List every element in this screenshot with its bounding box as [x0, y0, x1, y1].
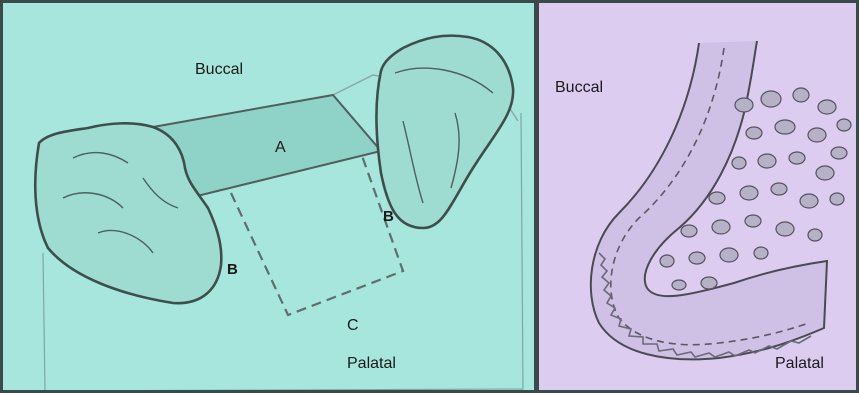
flap-drawing [3, 3, 537, 393]
right-tooth [377, 36, 514, 228]
right-panel-cross-section: Buccal Palatal [537, 0, 859, 393]
label-b-right: B [383, 208, 394, 225]
buccal-label: Buccal [195, 61, 243, 79]
left-panel-flap-diagram: Buccal A B B C Palatal [0, 0, 537, 393]
cross-section-drawing [539, 3, 859, 393]
palatal-label: Palatal [347, 355, 396, 373]
buccal-label-right: Buccal [555, 79, 603, 97]
label-b-left: B [227, 261, 238, 278]
palatal-label-right: Palatal [775, 355, 824, 373]
label-c: C [347, 317, 359, 335]
label-a: A [275, 139, 286, 157]
